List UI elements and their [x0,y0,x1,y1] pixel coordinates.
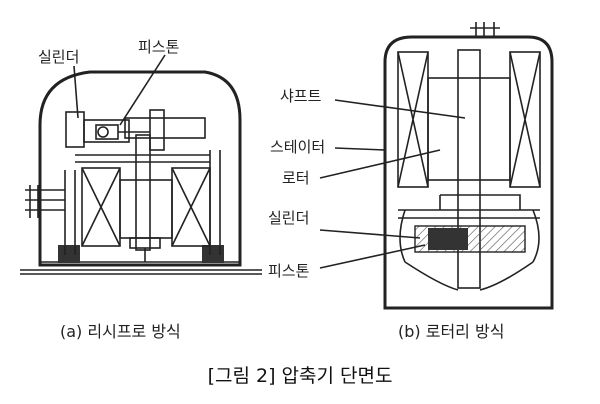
rotor-a [119,179,173,239]
label-cylinder-b: 실린더 [268,209,309,227]
label-shaft: 샤프트 [280,87,322,105]
caption-b: (b) 로터리 방식 [398,322,504,341]
terminal-b [470,22,500,37]
shaft-b [457,49,481,289]
rotor-b [427,77,511,181]
stator-a [81,167,211,247]
shell-b [383,35,554,310]
foot-left [58,245,80,263]
caption-a: (a) 리시프로 방식 [60,322,181,341]
label-cylinder-a: 실린더 [38,48,79,66]
label-piston-b: 피스톤 [268,262,309,280]
piston-b [428,228,468,250]
reciprocating-compressor [20,54,262,275]
label-rotor: 로터 [282,169,310,187]
label-piston-a: 피스톤 [138,38,179,56]
stator-b [397,51,541,188]
rotary-compressor [319,22,554,310]
piston-a [95,124,119,140]
cylinder-block-a [65,111,85,148]
shell-a [38,70,242,267]
pipe-a [25,185,65,218]
shaft-a [135,134,151,251]
label-stator: 스테이터 [270,138,325,156]
foot-right [202,245,224,263]
figure-title: [그림 2] 압축기 단면도 [208,365,393,387]
